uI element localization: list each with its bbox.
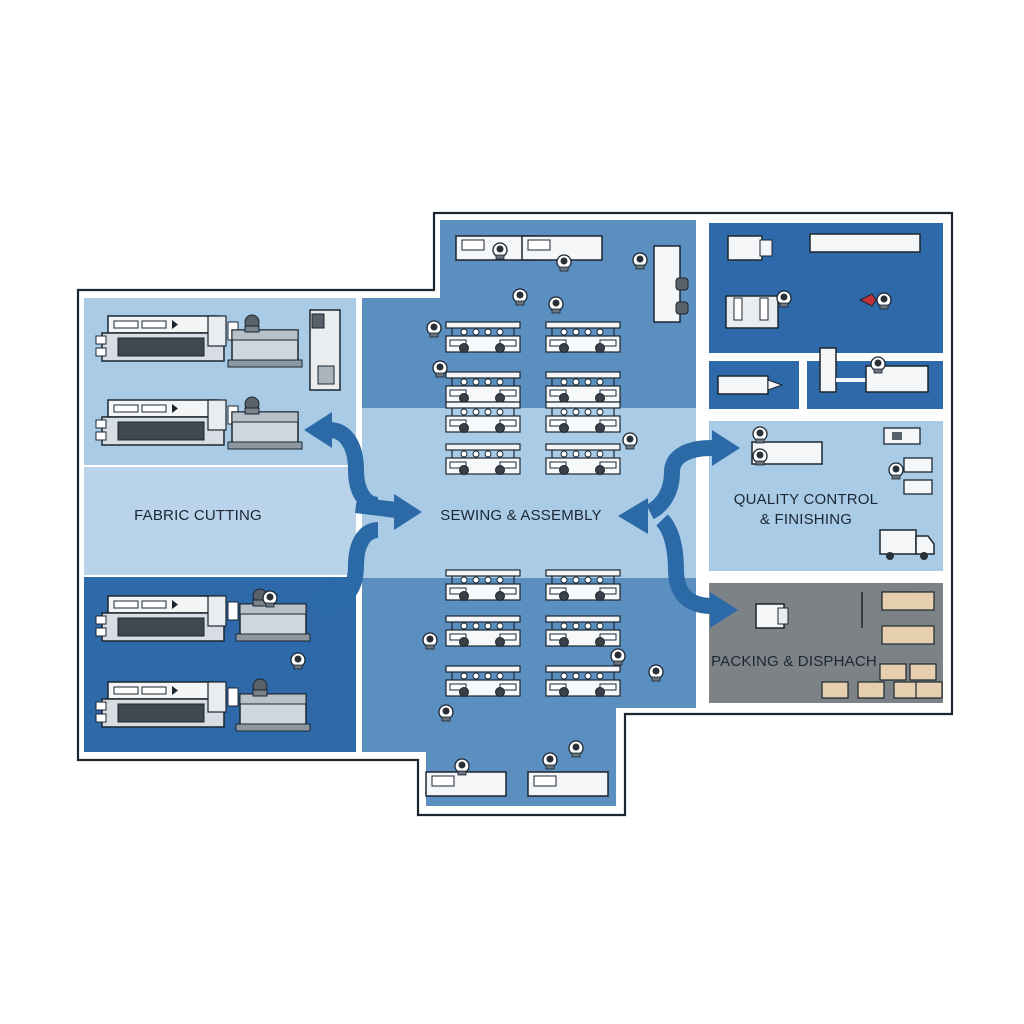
sewing-station (545, 321, 621, 354)
cutting-machine (95, 681, 239, 728)
sewing-station (445, 401, 521, 434)
box-icon (879, 663, 907, 681)
sewing-station (445, 569, 521, 602)
finishing-desk (425, 771, 507, 797)
sewing-station (445, 443, 521, 476)
sewing-station (545, 665, 621, 698)
fabric-cutting-zone: FABRIC CUTTING (84, 298, 359, 752)
arrowhead-left (304, 412, 332, 448)
sewing-station (445, 371, 521, 404)
sewing-assembly-zone: SEWING & ASSEMBLY (362, 220, 696, 806)
sewing-station (445, 321, 521, 354)
qc-label-line-2: & FINISHING (760, 511, 852, 528)
cutting-machine (95, 315, 239, 362)
supervisor-desk (653, 245, 689, 323)
sewing-assembly-label: SEWING & ASSEMBLY (440, 507, 602, 524)
sewing-station (545, 443, 621, 476)
sewing-station (445, 615, 521, 648)
qc-label-line-1: QUALITY CONTROL (734, 491, 878, 508)
cutting-machine (95, 595, 239, 642)
flow-arrow-center-right (355, 497, 397, 518)
flow-arrow-cutting-lower (329, 522, 380, 608)
flow-arrow-qc-upper (645, 440, 713, 520)
box-icon (909, 663, 937, 681)
sewing-station (545, 401, 621, 434)
storage-cabinet (309, 309, 341, 391)
packing-dispatch-zone: PACKING & DISPHACH (707, 581, 945, 705)
packing-dispatch-label: PACKING & DISPHACH (711, 653, 877, 670)
box-icon (821, 681, 849, 699)
arrowhead-left (304, 582, 332, 618)
arrowhead-left (618, 498, 648, 534)
cutting-machine (95, 399, 239, 446)
fabric-cutting-label: FABRIC CUTTING (134, 507, 262, 524)
finishing-desk (527, 771, 609, 797)
arrowhead-right (394, 494, 422, 530)
flow-arrows (329, 422, 713, 614)
sewing-station (545, 615, 621, 648)
quality-control-zone: QUALITY CONTROL & FINISHING (707, 419, 945, 573)
sewing-station (545, 569, 621, 602)
flow-arrow-qc-lower (655, 514, 713, 614)
sewing-station (545, 371, 621, 404)
arrowhead-right (712, 430, 740, 466)
box-icon (915, 681, 943, 699)
sewing-station (445, 665, 521, 698)
delivery-truck-icon (879, 529, 935, 560)
flow-arrow-heads (304, 412, 740, 628)
inspection-rooms (707, 221, 945, 411)
box-icon (857, 681, 885, 699)
arrowhead-right (710, 592, 738, 628)
